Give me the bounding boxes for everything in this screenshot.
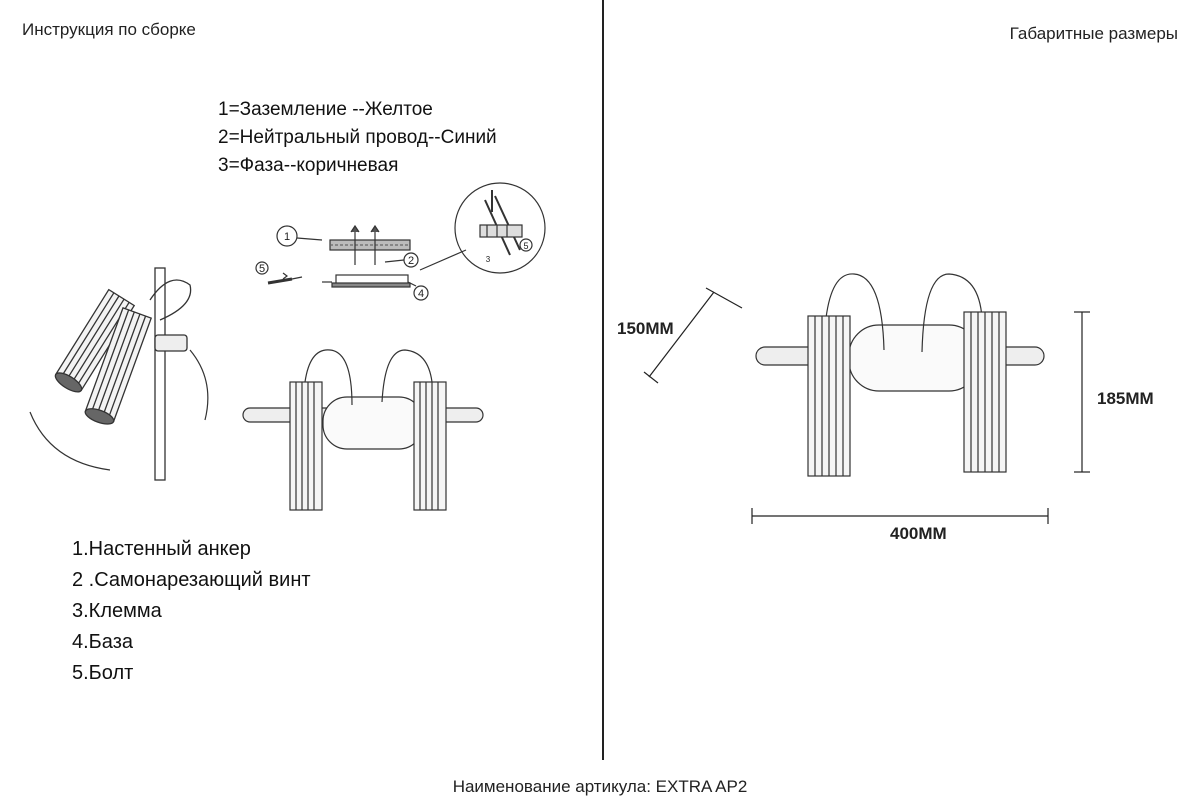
- wiring-neutral: 2=Нейтральный провод--Синий: [218, 127, 497, 148]
- page-divider: [602, 0, 604, 760]
- assembly-illustration: 1 2 4 5 3 5: [29, 182, 546, 511]
- lamp-side-view: [29, 267, 209, 481]
- parts-list: 1.Настенный анкер 2 .Самонарезающий винт…: [72, 534, 311, 689]
- dimension-drawing: [643, 273, 1090, 524]
- detail-label-2: 2: [408, 255, 414, 267]
- wiring-legend: 1=Заземление --Желтое 2=Нейтральный пров…: [218, 96, 497, 180]
- part-wall-anchor: 1.Настенный анкер: [72, 538, 251, 560]
- height-dimension-label: 185MM: [1097, 389, 1154, 408]
- wiring-phase: 3=Фаза--коричневая: [218, 155, 399, 176]
- detail-label-1: 1: [284, 231, 290, 243]
- mounting-detail: [255, 182, 546, 301]
- detail-label-4: 4: [418, 288, 424, 300]
- part-bolt: 5.Болт: [72, 662, 134, 684]
- detail-label-5: 5: [259, 263, 265, 275]
- part-terminal: 3.Клемма: [72, 600, 162, 622]
- depth-dimension-label: 150MM: [617, 319, 674, 338]
- wiring-ground: 1=Заземление --Желтое: [218, 99, 433, 120]
- assembly-instructions-title: Инструкция по сборке: [22, 20, 196, 39]
- lamp-front-view-left: [242, 349, 484, 511]
- width-dimension-label: 400MM: [890, 524, 947, 543]
- detail-label-5b: 5: [523, 241, 528, 251]
- dimension-lines: [643, 287, 1090, 524]
- overall-dimensions-title: Габаритные размеры: [1009, 24, 1178, 43]
- part-self-tapping-screw: 2 .Самонарезающий винт: [72, 569, 311, 591]
- part-base: 4.База: [72, 631, 133, 653]
- article-name: Наименование артикула: EXTRA AP2: [452, 777, 748, 796]
- detail-label-3: 3: [486, 255, 491, 264]
- lamp-front-view-right: [755, 273, 1045, 477]
